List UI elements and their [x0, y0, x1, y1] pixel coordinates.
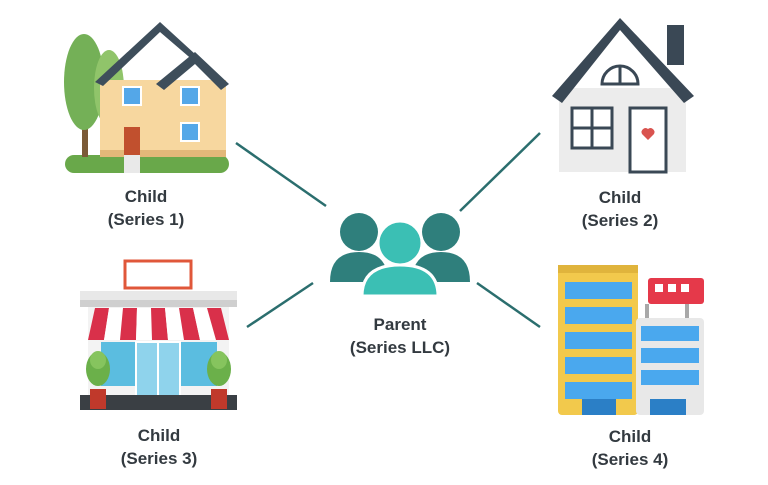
child-1-title: Child: [124, 187, 168, 206]
parent-label: Parent (Series LLC): [320, 313, 480, 359]
parent-subtitle: (Series LLC): [349, 338, 451, 357]
child-3-subtitle: (Series 3): [120, 449, 198, 468]
child-3-title: Child: [137, 426, 181, 445]
child-1-label: Child (Series 1): [66, 185, 226, 231]
child-4-subtitle: (Series 4): [591, 450, 669, 469]
house-icon: [552, 18, 694, 174]
child-3-label: Child (Series 3): [79, 424, 239, 470]
people-group-icon: [330, 213, 470, 298]
office-building-icon: [558, 265, 704, 415]
connector-series-4: [476, 281, 541, 329]
child-4-title: Child: [608, 427, 652, 446]
child-4-label: Child (Series 4): [550, 425, 710, 471]
connector-series-3: [246, 281, 314, 329]
two-story-house-icon: [64, 22, 229, 173]
child-2-subtitle: (Series 2): [581, 211, 659, 230]
child-2-title: Child: [598, 188, 642, 207]
child-1-subtitle: (Series 1): [107, 210, 185, 229]
connectors: [235, 132, 541, 329]
connector-series-1: [235, 141, 327, 208]
storefront-icon: [80, 259, 237, 411]
connector-series-2: [459, 132, 541, 212]
parent-title: Parent: [373, 315, 427, 334]
child-2-label: Child (Series 2): [540, 186, 700, 232]
